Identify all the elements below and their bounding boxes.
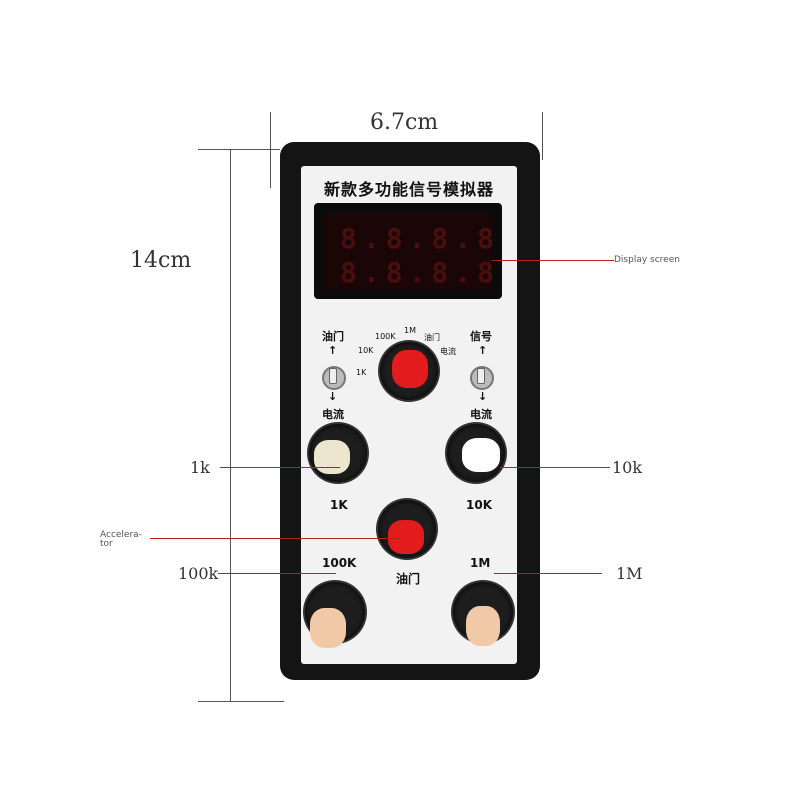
selector-position-1k: 1K (356, 368, 367, 377)
width-tick-left (270, 112, 271, 188)
display-digits-top: 8.8.8.8 (340, 222, 501, 255)
knob-10k-label: 10K (466, 498, 492, 512)
device-title: 新款多功能信号模拟器 (323, 180, 494, 199)
knob-1m-cap (466, 606, 500, 646)
throttle-knob-label: 油门 (396, 572, 421, 586)
callout-line-10k (500, 467, 610, 468)
callout-display-label: Display screen (614, 255, 680, 265)
display-digits-bottom: 8.8.8.8 (340, 256, 501, 289)
height-top-tick (198, 149, 280, 150)
right-switch-top-label: 信号 (470, 330, 492, 343)
callout-100k-label: 100k (178, 564, 219, 583)
width-tick-right (542, 112, 543, 160)
callout-accelerator-label-1: Accelera- (100, 530, 142, 540)
height-bottom-tick (198, 701, 284, 702)
callout-line-1m (494, 573, 602, 574)
height-dimension-label: 14cm (130, 248, 192, 273)
right-switch-bottom-label: 电流 (470, 408, 492, 421)
height-dimension-line (230, 149, 231, 701)
right-switch-down-arrow: ↓ (478, 390, 488, 403)
callout-1k-label: 1k (190, 458, 210, 477)
callout-line-1k (220, 467, 340, 468)
selector-position-throttle: 油门 (424, 333, 440, 342)
callout-accelerator-label-2: tor (100, 539, 113, 549)
callout-line-accelerator (150, 538, 400, 539)
throttle-knob-cap (388, 520, 424, 554)
left-switch-down-arrow: ↓ (328, 390, 338, 403)
left-toggle-lever (329, 368, 337, 384)
selector-knob-cap (392, 350, 428, 388)
knob-1m-label: 1M (470, 556, 491, 570)
knob-1k-cap (314, 440, 350, 474)
left-switch-bottom-label: 电流 (322, 408, 344, 421)
selector-position-1m: 1M (404, 326, 416, 335)
callout-1m-label: 1M (616, 564, 643, 583)
left-switch-up-arrow: ↑ (328, 344, 338, 357)
selector-position-current: 电流 (440, 347, 456, 356)
callout-10k-label: 10k (612, 458, 643, 477)
right-switch-up-arrow: ↑ (478, 344, 488, 357)
knob-100k-label: 100K (322, 556, 357, 570)
selector-position-10k: 10K (358, 346, 374, 355)
knob-100k-cap (310, 608, 346, 648)
callout-line-display (492, 260, 614, 261)
width-dimension-label: 6.7cm (370, 110, 439, 135)
knob-1k-label: 1K (330, 498, 348, 512)
selector-position-100k: 100K (375, 332, 396, 341)
right-toggle-lever (477, 368, 485, 384)
knob-10k-cap (462, 438, 500, 472)
display-screen (324, 213, 492, 289)
callout-line-100k (218, 573, 336, 574)
left-switch-top-label: 油门 (322, 330, 344, 343)
